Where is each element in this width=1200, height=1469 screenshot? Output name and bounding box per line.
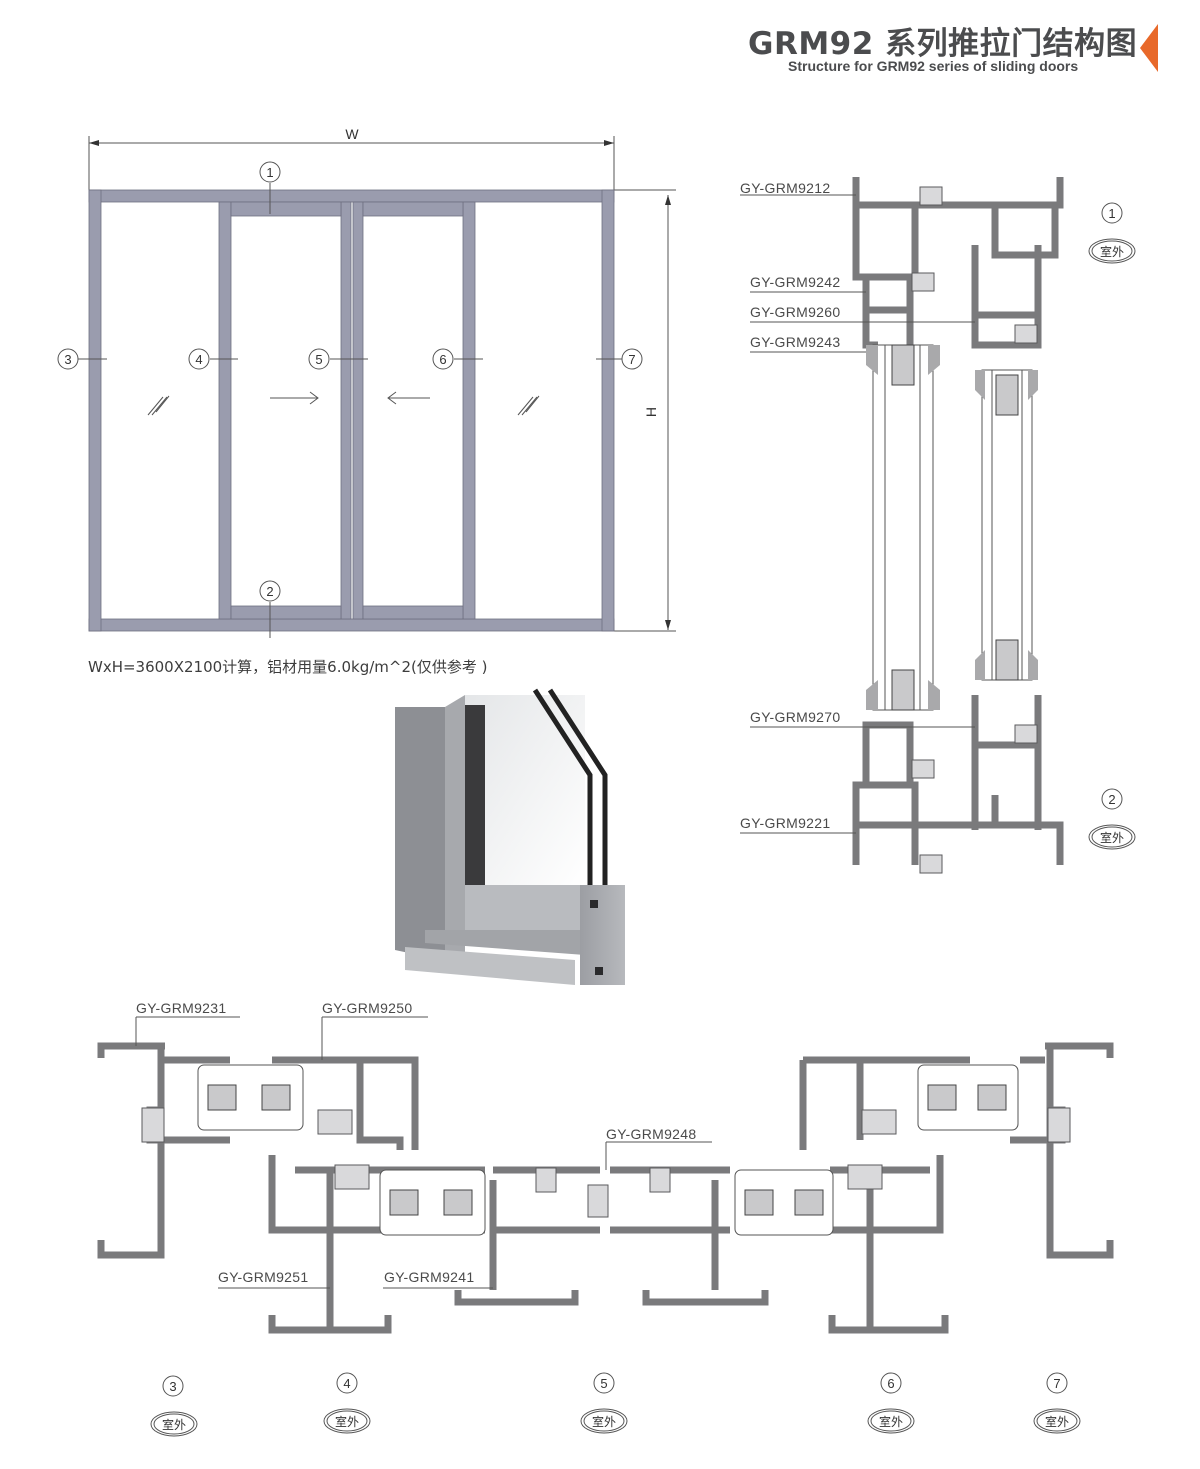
svg-text:室外: 室外 [592,1414,616,1429]
marker-4 [336,1372,358,1394]
horizontal-section-drawing: 3 室外 4 室外 5 室外 6 室外 7 室外 [97,1016,1114,1437]
marker-5 [593,1372,615,1394]
marker-2 [1101,788,1123,810]
glazing-gaskets [866,345,1038,710]
door-elevation-drawing: W H 1 2 3 4 5 6 7 [57,126,676,638]
arrow-left-icon [387,391,430,405]
marker-3 [162,1375,184,1397]
marker-1 [259,161,281,183]
desiccant-spacers [891,344,1019,711]
marker-7 [621,348,643,370]
height-label: H [643,407,659,417]
svg-text:室外: 室外 [335,1414,359,1429]
profile-outlines [97,1042,1114,1334]
profile-label: GY-GRM9260 [750,304,841,320]
profile-label: GY-GRM9212 [740,180,831,196]
vertical-section-drawing: 1 室外 2 室外 [740,177,1136,874]
svg-text:3: 3 [169,1379,176,1394]
svg-text:3: 3 [64,352,71,367]
marker-6 [432,348,454,370]
glass-hatch-icon [147,395,540,416]
profile-label: GY-GRM9221 [740,815,831,831]
profile-outlines [852,177,1064,865]
profile-label: GY-GRM9241 [384,1269,475,1285]
svg-text:1: 1 [1108,206,1115,221]
width-label: W [345,126,359,142]
profile-label: GY-GRM9270 [750,709,841,725]
marker-2 [259,580,281,602]
svg-text:7: 7 [628,352,635,367]
marker-4 [188,348,210,370]
svg-text:4: 4 [195,352,202,367]
arrow-right-icon [270,391,319,405]
profile-label: GY-GRM9243 [750,334,841,350]
svg-text:5: 5 [600,1376,607,1391]
svg-text:室外: 室外 [1045,1414,1069,1429]
profile-3d-render [395,688,625,985]
svg-text:室外: 室外 [162,1417,186,1432]
profile-label: GY-GRM9248 [606,1126,697,1142]
svg-text:6: 6 [439,352,446,367]
svg-text:室外: 室外 [1100,244,1124,259]
svg-text:2: 2 [1108,792,1115,807]
marker-1 [1101,202,1123,224]
page-title: GRM92 系列推拉门结构图 [748,26,1138,62]
marker-6 [880,1372,902,1394]
svg-text:1: 1 [266,165,273,180]
orange-triangle-left-icon [1140,24,1158,72]
material-usage-note: WxH=3600X2100计算，铝材用量6.0kg/m^2(仅供参考 ) [88,658,488,676]
svg-text:4: 4 [343,1376,350,1391]
svg-text:室外: 室外 [1100,830,1124,845]
profile-label: GY-GRM9250 [322,1000,413,1016]
svg-text:室外: 室外 [879,1414,903,1429]
page-subtitle: Structure for GRM92 series of sliding do… [788,58,1079,74]
svg-text:6: 6 [887,1376,894,1391]
insulating-strips [141,1107,1071,1218]
marker-7 [1046,1372,1068,1394]
svg-text:2: 2 [266,584,273,599]
marker-5 [308,348,330,370]
door-frame [88,189,615,632]
svg-text:5: 5 [315,352,322,367]
profile-label: GY-GRM9231 [136,1000,227,1016]
marker-3 [57,348,79,370]
profile-label: GY-GRM9251 [218,1269,309,1285]
desiccant-spacers [207,1084,1007,1216]
svg-text:7: 7 [1053,1376,1060,1391]
profile-label: GY-GRM9242 [750,274,841,290]
